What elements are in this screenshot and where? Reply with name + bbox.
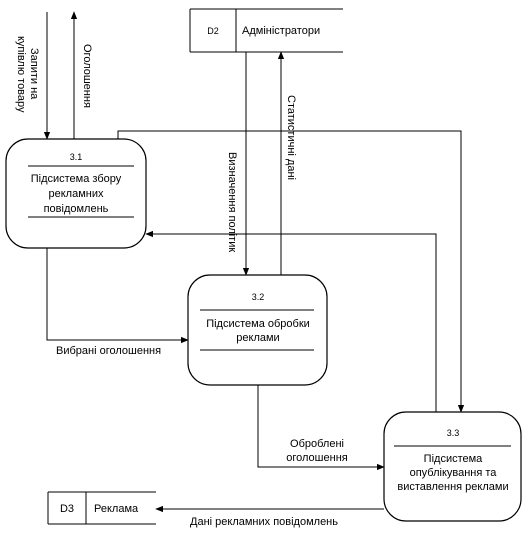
flow-3-1-to-3-3-arrow [117,130,465,413]
flow-processed-label-1: Оброблені [290,438,344,450]
process-3-2-line-1: Підсистема обробки [206,318,310,330]
store-d3: D3 Реклама [47,491,156,525]
flow-selected-label: Вибрані оголошення [56,345,161,357]
store-d3-name: Реклама [94,503,139,515]
store-d2-name: Адміністратори [242,25,320,37]
flow-requests-label-1: Запити на [28,48,40,100]
process-3-3-line-3: виставлення реклами [397,481,508,493]
process-3-1-line-1: Підсистема збору [31,173,122,185]
flow-ad-data-label: Дані рекламних повідомлень [190,516,338,528]
process-3-3-line-1: Підсистема [424,453,484,465]
store-d2-id: D2 [207,26,219,36]
process-3-2: 3.2 Підсистема обробки реклами [187,274,328,386]
process-3-3-line-2: опублікування та [410,467,498,479]
process-3-3-id: 3.3 [447,428,460,438]
process-3-3: 3.3 Підсистема опублікування та виставле… [383,411,522,522]
flow-policy-label: Визначення політик [226,152,238,252]
flow-requests-label-2: купівлю товару [15,36,27,113]
flow-3-3-to-3-1-arrow [145,230,437,412]
flow-announcements-label: Оголошення [81,44,93,108]
process-3-2-line-2: реклами [236,332,279,344]
flow-processed-label-2: оголошення [286,452,348,464]
store-d2: D2 Адміністратори [189,8,343,53]
process-3-2-id: 3.2 [252,292,265,302]
process-3-1-id: 3.1 [70,152,83,162]
flow-processed-arrow [257,385,385,471]
flow-statistics-label: Статистичні дані [285,95,297,180]
process-3-1: 3.1 Підсистема збору рекламних повідомле… [5,138,147,249]
flow-selected-arrow [46,248,189,344]
store-d3-id: D3 [60,503,74,515]
process-3-1-line-2: рекламних [49,188,104,200]
process-3-1-line-3: повідомлень [44,203,109,215]
